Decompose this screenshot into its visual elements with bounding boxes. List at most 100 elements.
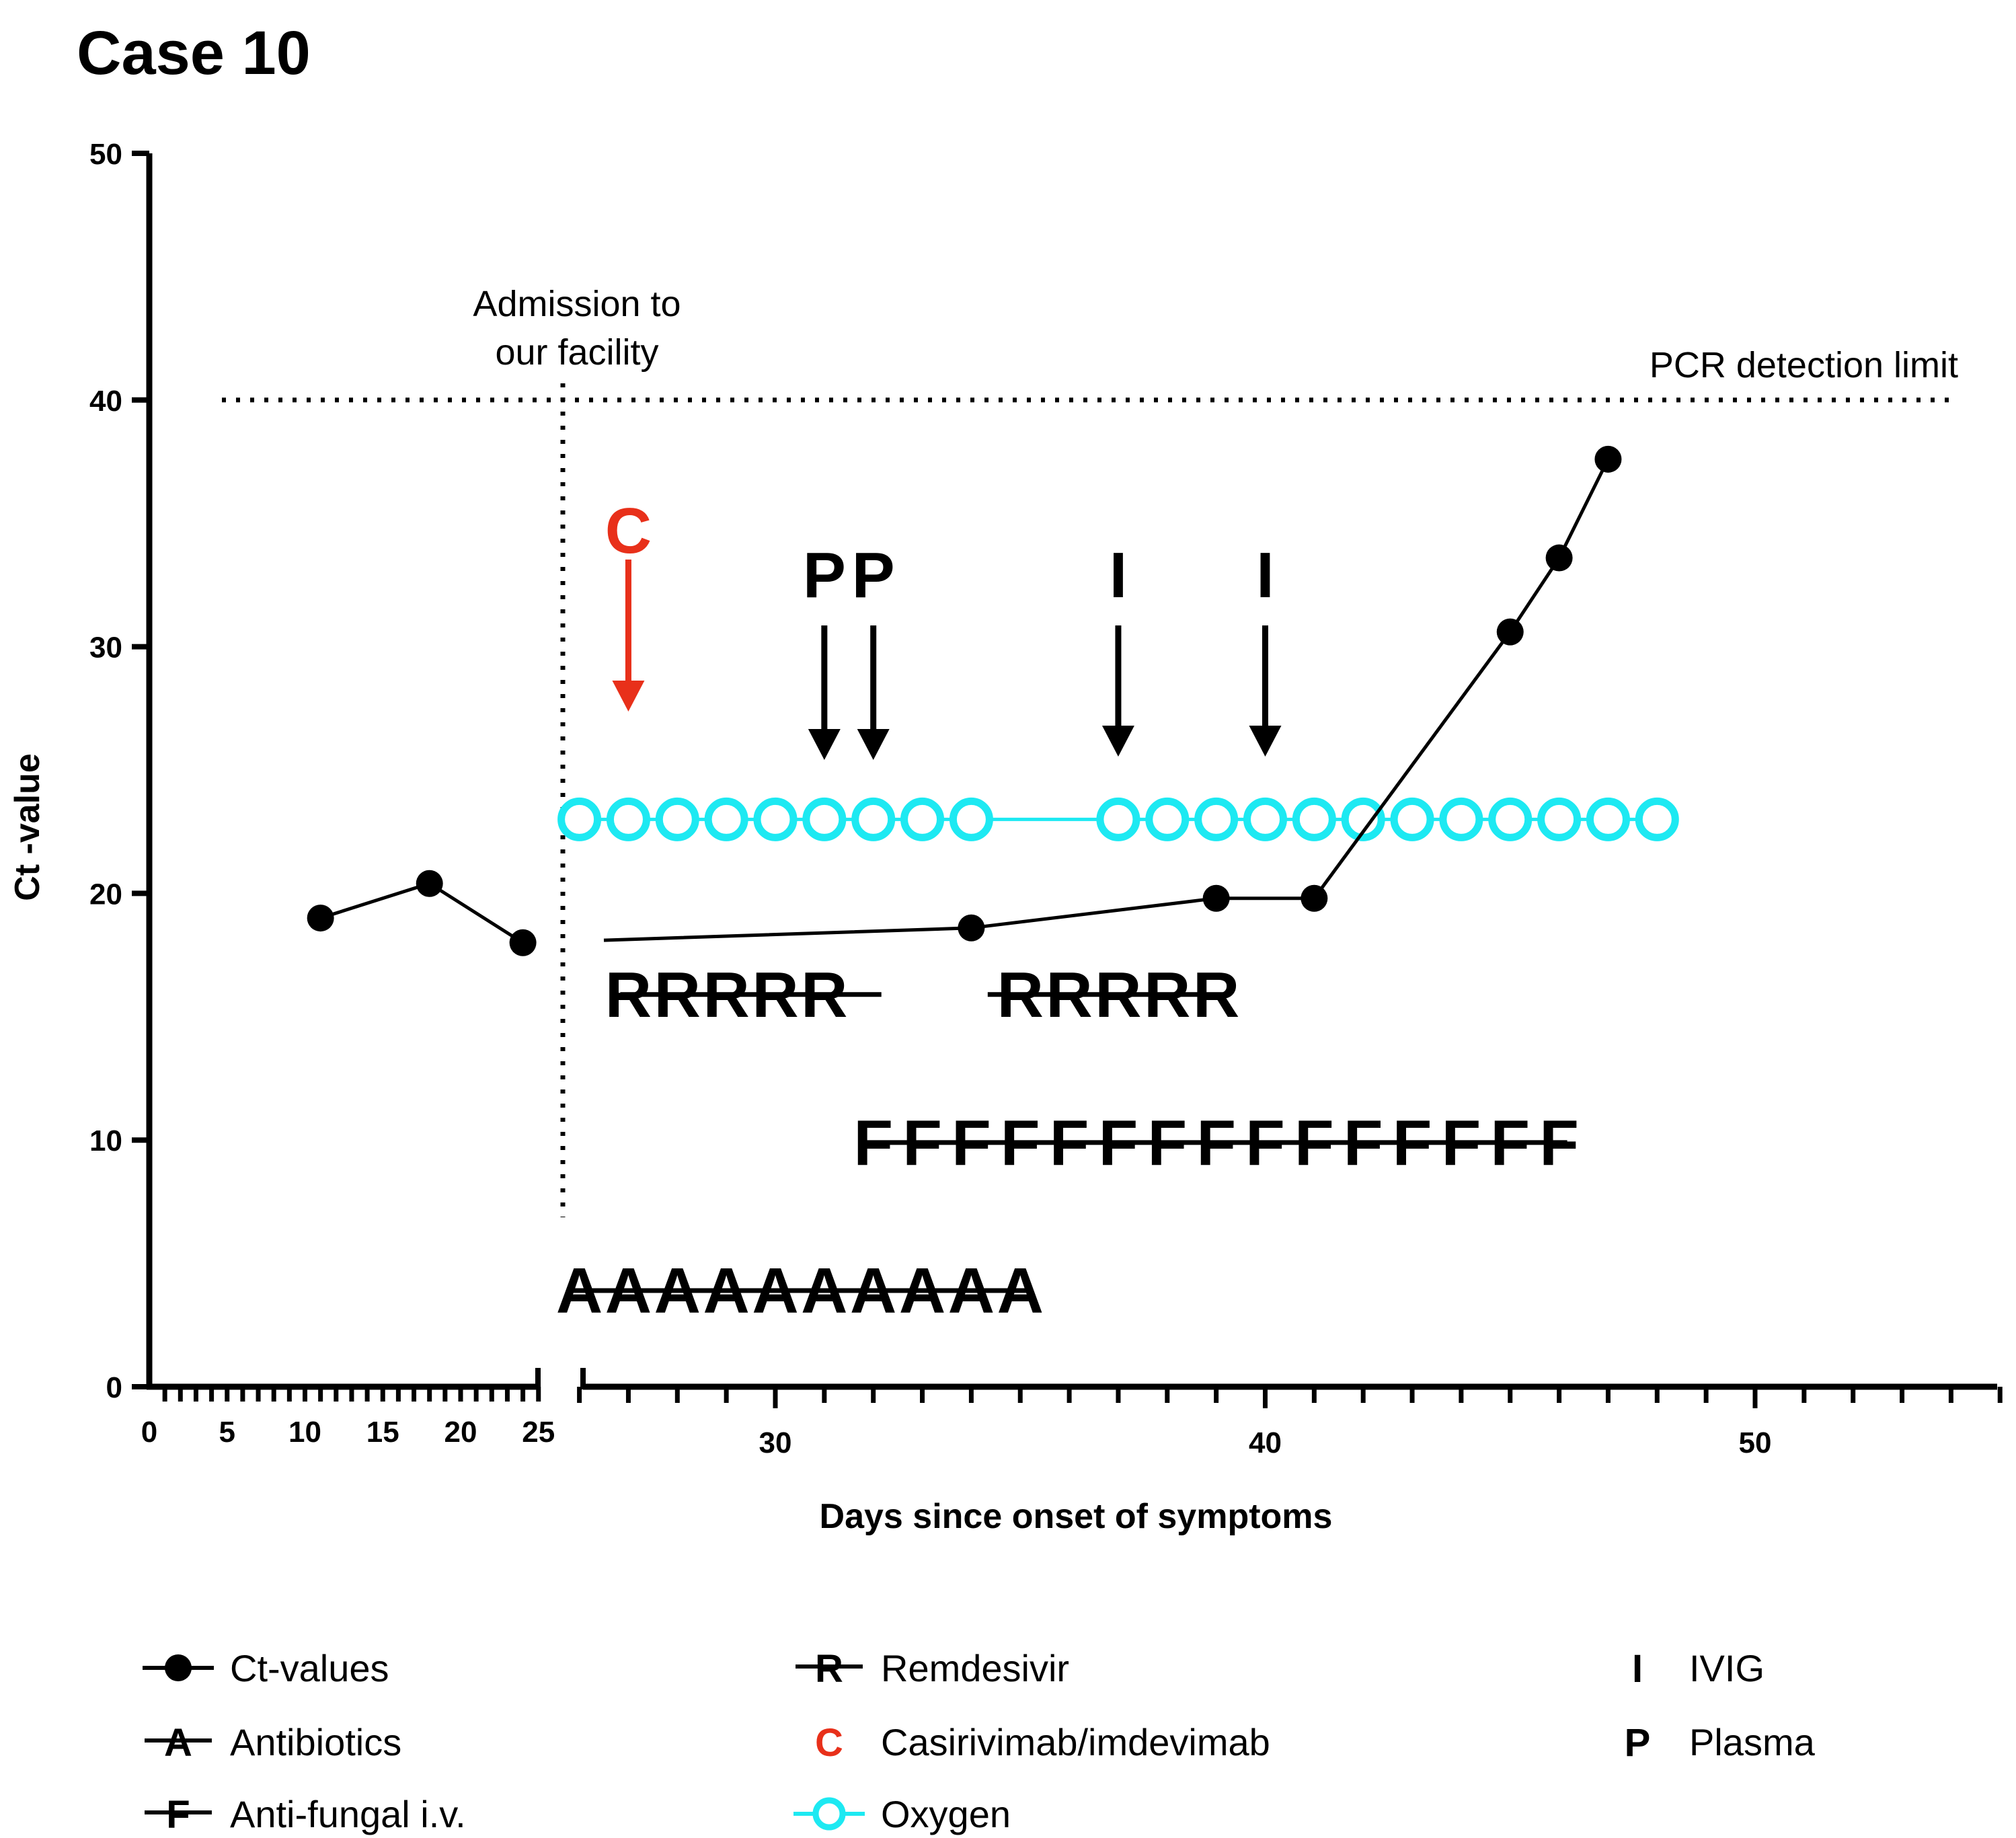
f-marker: F bbox=[1001, 1107, 1040, 1179]
f-marker: F bbox=[902, 1107, 942, 1179]
f-marker: F bbox=[853, 1107, 893, 1179]
r-marker: R bbox=[997, 959, 1044, 1031]
r-marker: R bbox=[801, 959, 847, 1031]
a-marker: A bbox=[752, 1255, 798, 1327]
y-tick-label: 50 bbox=[89, 138, 122, 171]
legend-ct-dot bbox=[165, 1654, 192, 1681]
oxygen-marker bbox=[1243, 797, 1287, 841]
y-tick-label: 0 bbox=[106, 1371, 122, 1404]
f-marker: F bbox=[1490, 1107, 1530, 1179]
legend-p-symbol: P bbox=[1625, 1721, 1651, 1765]
ct-value-point bbox=[1496, 618, 1524, 646]
ct-values-line bbox=[603, 458, 1610, 942]
oxygen-marker bbox=[704, 797, 748, 841]
x-tick-label-right: 40 bbox=[1249, 1426, 1282, 1459]
a-marker: A bbox=[850, 1255, 896, 1327]
oxygen-marker bbox=[557, 797, 602, 841]
p-event-label: P bbox=[803, 539, 846, 611]
oxygen-marker bbox=[1292, 797, 1336, 841]
x-tick-label-right: 30 bbox=[759, 1426, 792, 1459]
oxygen-marker bbox=[802, 797, 847, 841]
legend-label: Remdesivir bbox=[881, 1647, 1069, 1689]
oxygen-marker bbox=[606, 797, 650, 841]
oxygen-marker bbox=[851, 797, 896, 841]
oxygen-series bbox=[557, 797, 1679, 841]
r-marker: R bbox=[1193, 959, 1239, 1031]
ct-value-point bbox=[509, 929, 537, 956]
a-marker: A bbox=[703, 1255, 749, 1327]
a-marker: A bbox=[654, 1255, 701, 1327]
f-marker: F bbox=[1294, 1107, 1334, 1179]
ct-value-point bbox=[1301, 884, 1328, 912]
f-marker: F bbox=[1050, 1107, 1089, 1179]
a-marker: A bbox=[899, 1255, 945, 1327]
i-event-label: I bbox=[1256, 539, 1274, 611]
i-event-label: I bbox=[1110, 539, 1128, 611]
legend-r-symbol: R bbox=[815, 1647, 843, 1691]
y-tick-label: 20 bbox=[89, 878, 122, 911]
y-tick-label: 40 bbox=[89, 385, 122, 418]
detection-limit-label: PCR detection limit bbox=[1650, 345, 1958, 385]
legend-a-symbol: A bbox=[164, 1721, 192, 1765]
f-marker: F bbox=[1442, 1107, 1481, 1179]
oxygen-marker bbox=[1194, 797, 1239, 841]
ct-value-point bbox=[1545, 544, 1573, 572]
r-marker: R bbox=[654, 959, 701, 1031]
legend-oxygen-marker bbox=[812, 1797, 846, 1831]
p-event-label: P bbox=[852, 539, 895, 611]
f-marker: F bbox=[1099, 1107, 1138, 1179]
x-tick-label-left: 10 bbox=[288, 1416, 321, 1449]
oxygen-marker bbox=[753, 797, 798, 841]
f-marker: F bbox=[1393, 1107, 1432, 1179]
p-event-arrow-head bbox=[857, 729, 890, 760]
a-marker: A bbox=[997, 1255, 1044, 1327]
oxygen-marker bbox=[1439, 797, 1483, 841]
x-tick-label-left: 5 bbox=[219, 1416, 235, 1449]
oxygen-marker bbox=[655, 797, 699, 841]
y-axis-title: Ct -value bbox=[8, 753, 47, 901]
p-event-arrow-head bbox=[808, 729, 841, 760]
x-axis-title: Days since onset of symptoms bbox=[820, 1497, 1333, 1536]
legend-i-symbol: I bbox=[1632, 1647, 1643, 1691]
f-marker: F bbox=[1245, 1107, 1285, 1179]
a-marker: A bbox=[801, 1255, 847, 1327]
y-tick-label: 10 bbox=[89, 1124, 122, 1157]
r-marker: R bbox=[1095, 959, 1141, 1031]
ct-value-point bbox=[307, 905, 334, 932]
admission-label-line2: our facility bbox=[495, 332, 658, 373]
legend-label: Oxygen bbox=[881, 1793, 1011, 1835]
ct-value-point bbox=[958, 914, 985, 942]
f-marker: F bbox=[1539, 1107, 1579, 1179]
c-event-label: C bbox=[605, 495, 652, 567]
c-event-arrow-head bbox=[612, 681, 645, 712]
x-tick-label-left: 0 bbox=[141, 1416, 157, 1449]
oxygen-marker bbox=[1488, 797, 1533, 841]
reference-lines: PCR detection limit Admission to our facil… bbox=[222, 284, 1958, 1217]
admission-label-line1: Admission to bbox=[473, 284, 681, 324]
x-tick-label-left: 15 bbox=[366, 1416, 399, 1449]
a-marker: A bbox=[605, 1255, 652, 1327]
i-event-arrow-head bbox=[1101, 726, 1134, 757]
ct-values-series bbox=[307, 445, 1622, 956]
legend-label: Plasma bbox=[1689, 1721, 1816, 1763]
legend-label: IVIG bbox=[1689, 1647, 1765, 1689]
r-marker: R bbox=[1144, 959, 1190, 1031]
x-tick-label-left: 25 bbox=[522, 1416, 555, 1449]
f-marker: F bbox=[1344, 1107, 1383, 1179]
f-marker: F bbox=[1196, 1107, 1236, 1179]
legend-label: Anti-fungal i.v. bbox=[230, 1793, 466, 1835]
y-tick-label: 30 bbox=[89, 631, 122, 664]
f-marker: F bbox=[1147, 1107, 1187, 1179]
chart-title: Case 10 bbox=[77, 19, 311, 87]
legend-label: Casirivimab/imdevimab bbox=[881, 1721, 1270, 1763]
i-event-arrow-head bbox=[1249, 726, 1282, 757]
oxygen-marker bbox=[949, 797, 993, 841]
legend-c-symbol: C bbox=[815, 1721, 843, 1765]
oxygen-marker bbox=[900, 797, 945, 841]
oxygen-marker bbox=[1145, 797, 1190, 841]
x-tick-label-right: 50 bbox=[1739, 1426, 1772, 1459]
oxygen-marker bbox=[1537, 797, 1582, 841]
r-marker: R bbox=[703, 959, 749, 1031]
